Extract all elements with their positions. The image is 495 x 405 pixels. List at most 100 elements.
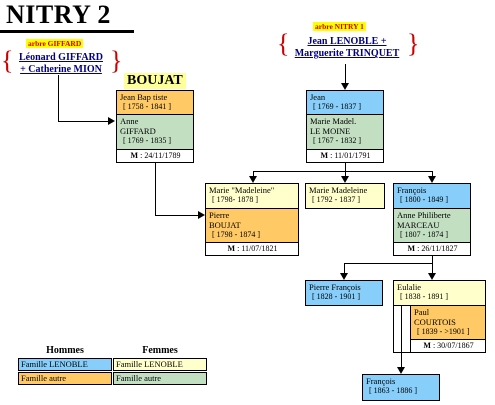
wife-anne-giffard[interactable]: Anne GIFFARD [ 1769 - 1835 ] [117, 115, 193, 150]
marceau-couple-card: François [ 1800 - 1849 ] Anne Philiberte… [393, 183, 471, 256]
marriage-label: M [130, 151, 139, 160]
person-surname: COURTOIS [414, 317, 456, 327]
husband-jean-lenoble[interactable]: Jean [ 1769 - 1837 ] [307, 91, 383, 115]
marriage-label: M [407, 244, 416, 253]
marriage-label: M [320, 151, 329, 160]
wife-anne-philiberte-marceau[interactable]: Anne Philiberte MARCEAU [ 1807 - 1874 ] [394, 209, 470, 243]
lenoble-origin-line1[interactable]: Jean LENOBLE + [307, 36, 387, 47]
arrow-down-icon [397, 367, 405, 374]
legend-men-lenoble: Famille LENOBLE [18, 358, 112, 371]
arrow-down-icon [428, 273, 436, 280]
francois-1863-card: François [ 1863 - 1886 ] [362, 374, 440, 401]
legend-men-other: Famille autre [18, 372, 112, 385]
person-dates: [ 1828 - 1901 ] [312, 292, 360, 301]
legend-women-other: Famille autre [113, 372, 207, 385]
giffard-origin-line2[interactable]: + Catherine MION [20, 64, 102, 75]
person-dates: [ 1800 - 1849 ] [400, 195, 448, 204]
person-name: Paul [414, 307, 430, 317]
marriage-date: : 24/11/1789 [140, 151, 181, 160]
person-dates: [ 1839 - >1901 ] [417, 327, 470, 336]
legend-men-header: Hommes [46, 345, 84, 356]
arrow-down-icon [340, 273, 348, 280]
husband-francois-1800[interactable]: François [ 1800 - 1849 ] [394, 184, 470, 209]
person-name: Marie Madeleine [309, 185, 368, 195]
lenoble-origin-link[interactable]: Jean LENOBLE + Marguerite TRINQUET [286, 36, 408, 60]
person-surname: GIFFARD [120, 126, 156, 136]
boujat-label: BOUJAT [124, 73, 186, 89]
connector-line [58, 75, 59, 122]
person-francois-1863[interactable]: François [ 1863 - 1886 ] [363, 375, 439, 400]
person-surname: BOUJAT [209, 220, 241, 230]
connector-line [155, 163, 156, 215]
courtois-couple-card: Eulalie [ 1838 - 1891 ] Paul COURTOIS [ … [393, 280, 486, 353]
marriage-record: M : 24/11/1789 [117, 150, 193, 162]
husband-paul-courtois[interactable]: Paul COURTOIS [ 1839 - >1901 ] [410, 306, 485, 340]
person-marie-madeleine-1792[interactable]: Marie Madeleine [ 1792 - 1837 ] [306, 184, 384, 208]
marriage-date: : 26/11/1827 [417, 244, 458, 253]
giffard-tree-tag[interactable]: arbre GIFFARD [26, 39, 84, 48]
marriage-date: : 11/01/1791 [330, 151, 371, 160]
title-underline [0, 30, 134, 33]
person-dates: [ 1769 - 1835 ] [123, 136, 171, 145]
nitry1-tree-tag[interactable]: arbre NITRY 1 [313, 22, 366, 31]
connector-line [432, 171, 433, 176]
person-name: François [397, 185, 427, 195]
connector-line [432, 263, 433, 273]
person-name: Anne [120, 116, 139, 126]
marriage-record: M : 26/11/1827 [394, 243, 470, 255]
person-dates: [ 1758 - 1841 ] [123, 102, 171, 111]
connector-line [58, 121, 108, 122]
marriage-date: : 11/07/1821 [237, 244, 278, 253]
giffard-couple-card: Jean Bap tiste [ 1758 - 1841 ] Anne GIFF… [116, 90, 194, 163]
wife-marie-le-moine[interactable]: Marie Madel. LE MOINE [ 1767 - 1832 ] [307, 115, 383, 150]
giffard-origin-link[interactable]: Léonard GIFFARD + Catherine MION [12, 52, 110, 76]
marriage-record: M : 30/07/1867 [410, 340, 485, 352]
person-dates: [ 1863 - 1886 ] [369, 386, 417, 395]
person-name: Anne Philiberte [397, 210, 451, 220]
left-brace-close: } [110, 46, 123, 75]
wife-eulalie[interactable]: Eulalie [ 1838 - 1891 ] [394, 281, 485, 306]
connector-line [345, 163, 346, 171]
arrow-down-icon [428, 176, 436, 183]
person-surname: LE MOINE [310, 126, 351, 136]
person-dates: [ 1792 - 1837 ] [312, 195, 360, 204]
lenoble-origin-line2[interactable]: Marguerite TRINQUET [294, 48, 400, 59]
husband-jean-baptiste[interactable]: Jean Bap tiste [ 1758 - 1841 ] [117, 91, 193, 115]
wife-marie-madeleine-1798[interactable]: Marie "Madeleine" [ 1798- 1878 ] [206, 184, 298, 209]
connector-line [345, 64, 346, 83]
connector-line [345, 171, 346, 176]
person-pierre-francois[interactable]: Pierre François [ 1828 - 1901 ] [306, 281, 382, 305]
connector-line [253, 171, 432, 172]
person-dates: [ 1798- 1878 ] [212, 195, 258, 204]
person-name: Jean [310, 92, 326, 102]
pierre-francois-card: Pierre François [ 1828 - 1901 ] [305, 280, 383, 306]
person-name: Eulalie [397, 282, 422, 292]
connector-line [432, 256, 433, 263]
person-name: Pierre François [309, 282, 361, 292]
giffard-origin-line1[interactable]: Léonard GIFFARD [19, 52, 103, 63]
right-brace-close: } [407, 29, 420, 58]
person-surname: MARCEAU [397, 220, 440, 230]
person-dates: [ 1807 - 1874 ] [400, 230, 448, 239]
marie-madeleine-1792-card: Marie Madeleine [ 1792 - 1837 ] [305, 183, 385, 209]
person-name: Jean Bap tiste [120, 92, 168, 102]
connector-line [155, 215, 198, 216]
person-name: François [366, 376, 396, 386]
husband-pierre-boujat[interactable]: Pierre BOUJAT [ 1798 - 1874 ] [206, 209, 298, 243]
page-title: NITRY 2 [6, 0, 111, 29]
connector-line [344, 263, 345, 273]
arrow-right-icon [198, 211, 205, 219]
left-brace-open: { [1, 46, 14, 75]
marriage-label: M [423, 341, 431, 350]
person-name: Marie Madel. [310, 116, 357, 126]
legend-women-lenoble: Famille LENOBLE [113, 358, 207, 371]
marriage-record: M : 11/01/1791 [307, 150, 383, 162]
legend-women-header: Femmes [142, 345, 178, 356]
person-name: Marie "Madeleine" [209, 185, 275, 195]
lenoble-couple-card: Jean [ 1769 - 1837 ] Marie Madel. LE MOI… [306, 90, 384, 163]
person-dates: [ 1767 - 1832 ] [313, 136, 361, 145]
arrow-down-icon [341, 176, 349, 183]
person-dates: [ 1769 - 1837 ] [313, 102, 361, 111]
marriage-record: M : 11/07/1821 [206, 243, 298, 255]
right-brace-open: { [277, 29, 290, 58]
